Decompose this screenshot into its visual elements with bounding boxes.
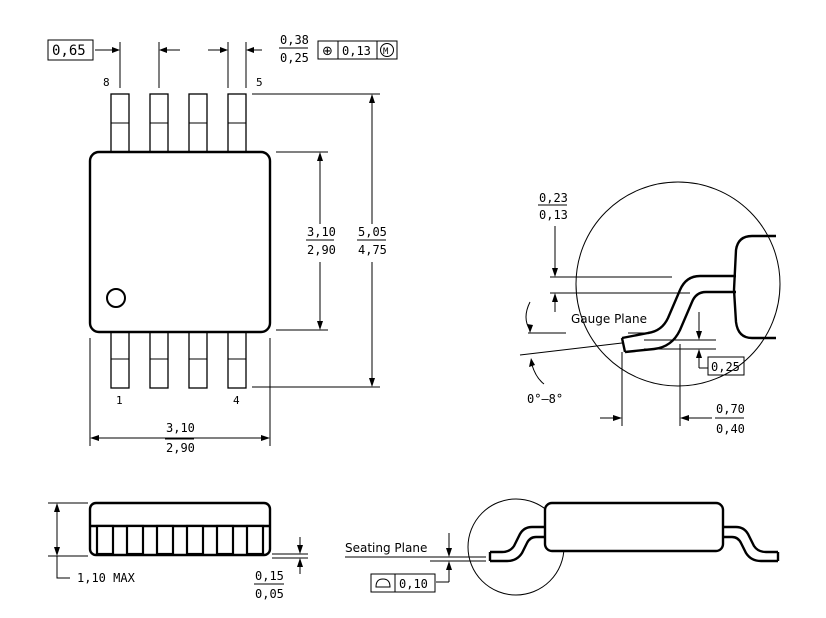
seating-plane: Seating Plane	[345, 533, 486, 583]
standoff-dimension: 0,15 0,05	[254, 537, 308, 601]
gauge-plane-dim: 0,25	[711, 360, 740, 374]
overall-length-min: 4,75	[358, 243, 387, 257]
standoff-max: 0,15	[255, 569, 284, 583]
bottom-leads	[110, 329, 247, 389]
top-view: 8 5 1 4 0,65 0,38 0,25	[47, 33, 398, 455]
pin1-marker	[106, 288, 126, 308]
standoff-min: 0,05	[255, 587, 284, 601]
gauge-plane: Gauge Plane 0,25	[528, 312, 745, 376]
side-view-body	[543, 501, 725, 553]
lead-width-min: 0,25	[280, 51, 309, 65]
coplanarity-value: 0,10	[399, 577, 428, 591]
gauge-plane-label: Gauge Plane	[571, 312, 647, 326]
body-length-dimension: 3,10 2,90	[276, 151, 336, 331]
foot-length-max: 0,70	[716, 402, 745, 416]
foot-length-min: 0,40	[716, 422, 745, 436]
lead-width-dimension: 0,38 0,25	[208, 33, 309, 88]
pin-5-label: 5	[256, 76, 263, 89]
body-length-min: 2,90	[307, 243, 336, 257]
coplanarity-frame: 0,10	[370, 573, 436, 593]
lead-thickness-dimension: 0,23 0,13	[538, 191, 690, 312]
seating-plane-label: Seating Plane	[345, 541, 427, 555]
position-symbol: ⊕	[322, 44, 333, 59]
detail-circle	[575, 181, 781, 387]
height-max-label: 1,10 MAX	[77, 571, 136, 585]
body-width-min: 2,90	[166, 441, 195, 455]
end-view-body	[88, 501, 272, 557]
body-width-max: 3,10	[166, 421, 195, 435]
package-body	[88, 150, 272, 334]
end-view: 1,10 MAX 0,15 0,05	[48, 501, 308, 601]
top-leads	[110, 93, 247, 153]
overall-length-max: 5,05	[358, 225, 387, 239]
height-dimension: 1,10 MAX	[48, 502, 136, 585]
foot-length-dimension: 0,70 0,40	[600, 344, 745, 436]
body-width-dimension: 3,10 2,90	[89, 338, 271, 455]
position-tolerance-frame: ⊕ 0,13 M	[317, 40, 398, 60]
mmc-modifier: M	[383, 47, 389, 57]
position-tolerance-value: 0,13	[342, 44, 371, 58]
lead-thickness-max: 0,23	[539, 191, 568, 205]
pitch-value: 0,65	[52, 43, 86, 59]
pin-1-label: 1	[116, 394, 123, 407]
lead-angle-dimension: 0°–8°	[519, 301, 623, 406]
lead-detail-view: 0,23 0,13 Gauge Plane 0,25	[519, 181, 781, 436]
pin-8-label: 8	[103, 76, 110, 89]
lead-angle-value: 0°–8°	[527, 392, 563, 406]
side-view: Seating Plane 0,10	[345, 498, 780, 596]
pitch-dimension: 0,65	[47, 39, 180, 88]
pin-4-label: 4	[233, 394, 240, 407]
lead-thickness-min: 0,13	[539, 208, 568, 222]
body-length-max: 3,10	[307, 225, 336, 239]
lead-width-max: 0,38	[280, 33, 309, 47]
overall-length-dimension: 5,05 4,75	[252, 93, 387, 388]
